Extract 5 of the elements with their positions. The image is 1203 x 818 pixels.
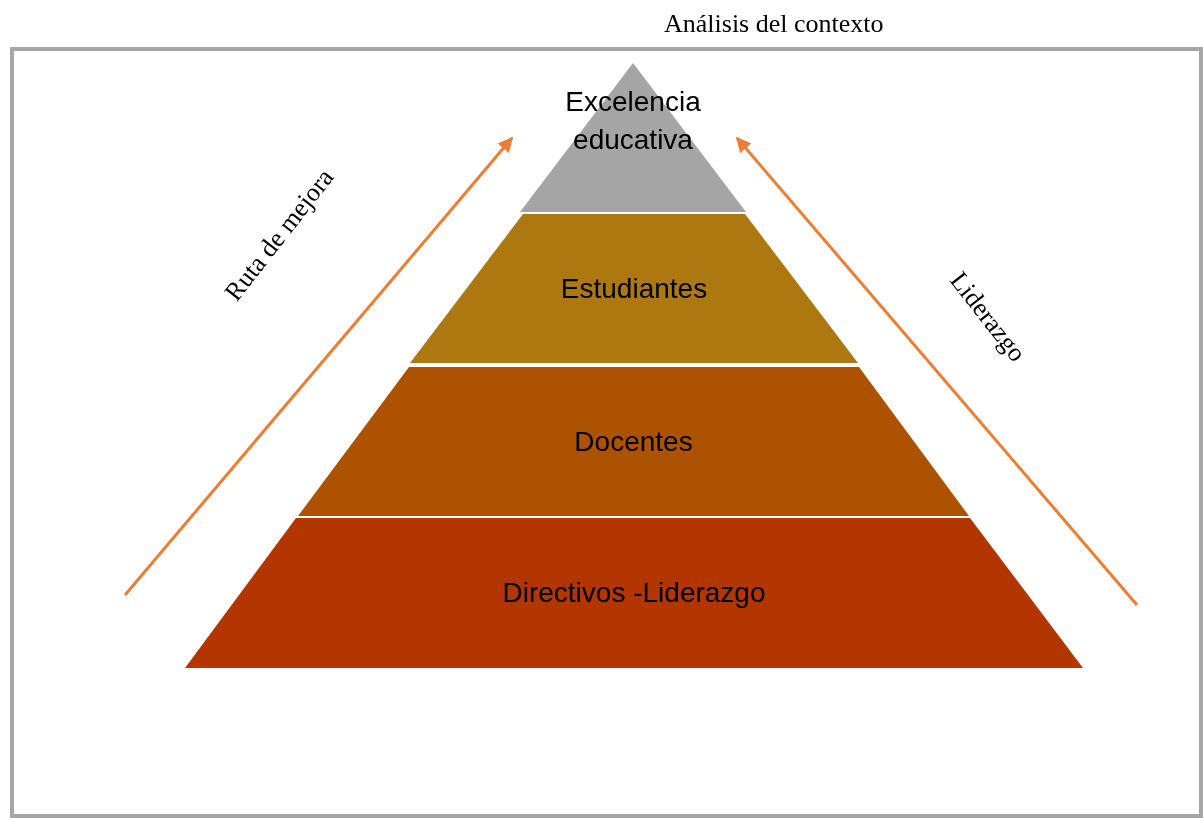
layer-label: Docentes (573, 425, 694, 459)
layer-label: Directivos -Liderazgo (501, 576, 767, 610)
frame-title: Análisis del contexto (664, 9, 884, 39)
layer-label: Excelencia educativa (564, 85, 702, 157)
layer-label: Estudiantes (559, 272, 709, 306)
